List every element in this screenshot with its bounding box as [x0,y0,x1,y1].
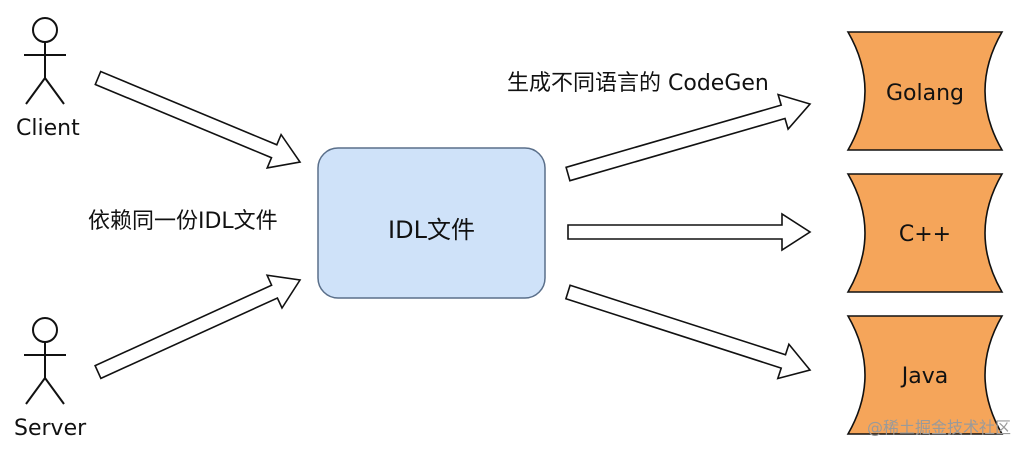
server-actor-icon [24,317,66,405]
arrow-idl-to-cpp [567,212,812,252]
idl-file-label: IDL文件 [388,216,475,244]
arrows-group [94,70,812,380]
arrow-client-to-idl [94,70,302,169]
idl-file-box [317,147,546,299]
client-actor-icon [24,17,66,105]
language-label-java: Java [901,364,949,389]
server-label: Server [14,416,87,441]
language-label-golang: Golang [885,81,964,106]
arrow-server-to-idl [94,274,302,380]
language-shape-golang [846,31,1004,151]
arrow-idl-to-java [564,284,812,380]
language-label-cpp: C++ [898,222,952,247]
watermark: @稀土掘金技术社区 [866,418,1011,437]
codegen-caption: 生成不同语言的 CodeGen [507,71,769,96]
language-shape-cpp [846,173,1004,293]
arrow-idl-to-golang [565,93,812,182]
shared-idl-caption: 依赖同一份IDL文件 [88,209,278,234]
client-label: Client [16,116,80,141]
language-shape-java [846,315,1004,435]
language-shapes-group [846,31,1004,435]
